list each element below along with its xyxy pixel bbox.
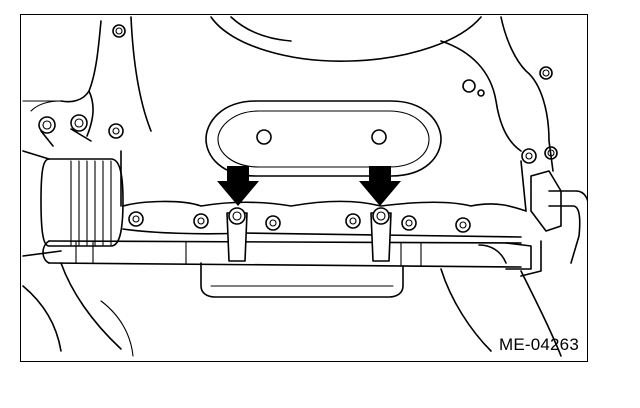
engine-oil-pan-drawing <box>22 16 587 357</box>
arrow-down-icon <box>359 166 401 206</box>
lower-block-outline <box>22 262 562 357</box>
figure-code: ME-04263 <box>498 335 579 354</box>
oil-pan-flange <box>120 150 527 238</box>
right-pipe-assembly <box>520 146 587 277</box>
arrow-indicator-left <box>217 166 259 206</box>
arrow-indicator-right <box>359 166 401 206</box>
arrow-down-icon <box>217 166 259 206</box>
engine-housing-outline <box>22 16 554 172</box>
pipe-bracket-left <box>226 207 248 262</box>
crank-pulley <box>22 150 124 257</box>
left-bolt-cluster <box>38 114 124 147</box>
illustration-frame: ME-04263 <box>20 14 588 362</box>
pipe-bracket-right <box>370 207 392 262</box>
oil-pipe <box>42 240 532 270</box>
oil-pan-body <box>200 262 404 298</box>
oval-cover-plate <box>205 100 442 177</box>
